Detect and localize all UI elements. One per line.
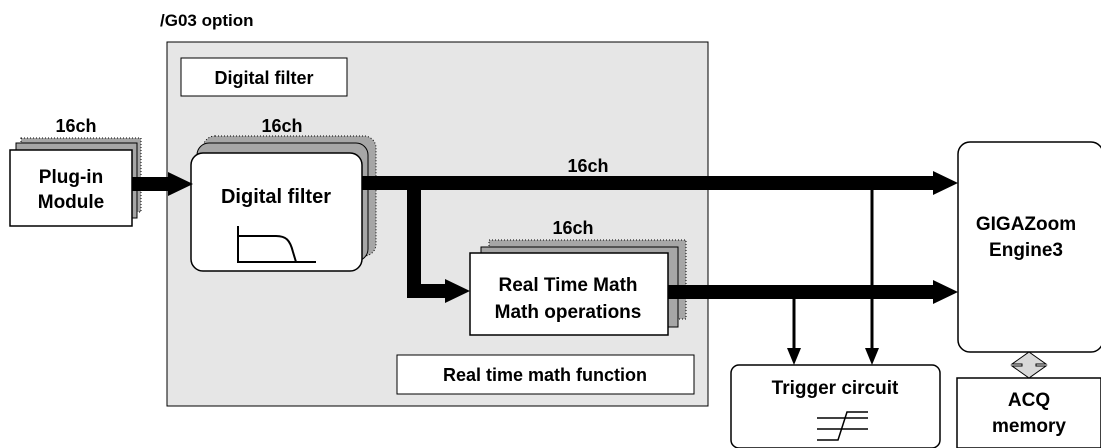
plugin-module-stack [9, 137, 142, 227]
realtime-math-section-label-box [396, 354, 695, 395]
engine-line2: Engine3 [989, 240, 1063, 261]
option-label: /G03 option [160, 11, 254, 30]
trigger-edge-icon [817, 411, 868, 441]
plugin-channel-label: 16ch [55, 116, 96, 136]
realtime-math-box [469, 252, 669, 336]
digital-filter-box [190, 152, 363, 272]
filter-to-math-arrow [407, 183, 447, 298]
gigazoom-engine-box [957, 141, 1101, 353]
acq-line1: ACQ [1008, 390, 1050, 411]
trigger-circuit-box [730, 364, 941, 448]
main-path-channel-label: 16ch [567, 156, 608, 176]
digital-filter-section-label: Digital filter [214, 68, 313, 88]
realtime-math-stack [469, 239, 687, 336]
digital-filter-label: Digital filter [221, 186, 331, 208]
plugin-module-line1: Plug-in [39, 167, 103, 188]
double-arrow-shape [1010, 351, 1048, 379]
math-line2: Math operations [495, 302, 642, 323]
plugin-module-box [9, 149, 133, 227]
trigger-circuit-label: Trigger circuit [772, 378, 899, 399]
plugin-module-line2: Module [38, 192, 105, 213]
lowpass-response-icon [237, 226, 316, 263]
engine-acq-double-arrow [1010, 351, 1048, 379]
digital-filter-stack [190, 135, 377, 272]
engine-line1: GIGAZoom [976, 214, 1076, 235]
filter-channel-label: 16ch [261, 116, 302, 136]
math-channel-label: 16ch [552, 218, 593, 238]
digital-filter-section-label-box [180, 57, 348, 97]
acq-memory-box [956, 377, 1101, 448]
realtime-math-section-label: Real time math function [443, 365, 647, 385]
acq-line2: memory [992, 416, 1066, 437]
math-line1: Real Time Math [498, 275, 637, 296]
